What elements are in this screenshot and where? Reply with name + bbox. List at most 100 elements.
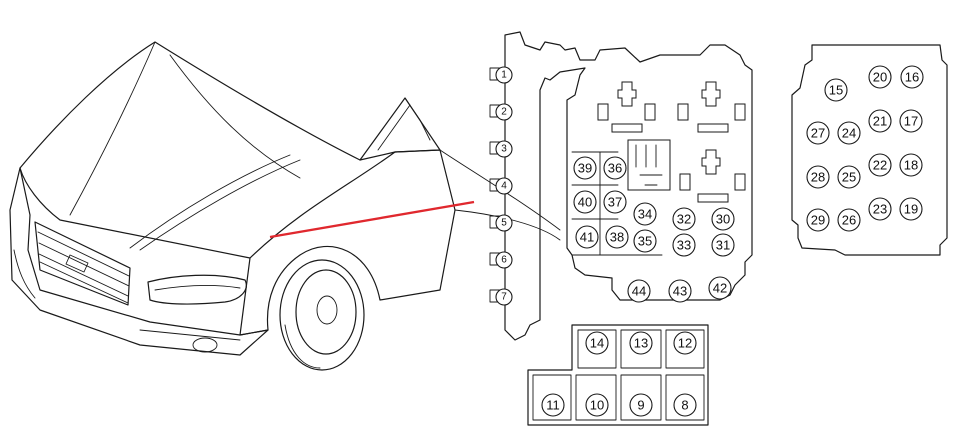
fuse-number: 35 xyxy=(638,234,652,249)
side-connector: 1 xyxy=(495,66,513,84)
side-connector-label: 3 xyxy=(501,144,507,155)
fuse-number: 33 xyxy=(677,238,691,253)
fuse-number: 16 xyxy=(905,70,919,85)
fuse: 39 xyxy=(573,156,597,180)
fuse-number: 27 xyxy=(811,126,825,141)
fuse-number: 44 xyxy=(632,284,646,299)
car-front-bumper xyxy=(9,167,269,356)
car-grille xyxy=(34,221,131,306)
fuse-number: 39 xyxy=(578,161,592,176)
fuse-number: 8 xyxy=(681,398,688,413)
fuse: 27 xyxy=(806,121,830,145)
car-fender xyxy=(239,149,456,336)
fuse-number: 12 xyxy=(678,336,692,351)
fuse: 14 xyxy=(585,331,609,355)
main-box-outline xyxy=(504,31,753,341)
fuse: 19 xyxy=(899,197,923,221)
main-fuse-box: 1 2 3 4 5 6 7 xyxy=(489,31,753,341)
fuse-number: 14 xyxy=(590,336,604,351)
fuse: 35 xyxy=(633,229,657,253)
car-wheel-rim xyxy=(295,269,357,355)
fuse: 23 xyxy=(868,197,892,221)
side-connector: 7 xyxy=(495,288,513,306)
fuse-number: 26 xyxy=(842,213,856,228)
fuse: 10 xyxy=(585,393,609,417)
right-fuse-box: 15 16 17 18 19 20 21 22 23 24 25 26 27 2… xyxy=(791,44,948,256)
relay-slots xyxy=(597,81,746,203)
fuse: 33 xyxy=(672,233,696,257)
fuse: 34 xyxy=(633,202,657,226)
side-connector-label: 2 xyxy=(501,107,507,118)
fuse-number: 20 xyxy=(873,70,887,85)
fuse: 17 xyxy=(899,109,923,133)
fuse: 22 xyxy=(868,153,892,177)
fuse: 36 xyxy=(603,156,627,180)
fuse-number: 34 xyxy=(638,207,652,222)
fuse-number: 21 xyxy=(873,114,887,129)
fuse: 42 xyxy=(708,276,732,300)
side-connector: 4 xyxy=(495,177,513,195)
fuse-number: 10 xyxy=(590,398,604,413)
fuse: 31 xyxy=(711,233,735,257)
fuse: 38 xyxy=(605,225,629,249)
lower-box-outline xyxy=(527,324,709,426)
fuse-number: 41 xyxy=(580,230,594,245)
side-connector: 6 xyxy=(495,251,513,269)
fuse: 26 xyxy=(837,208,861,232)
fuse: 41 xyxy=(575,225,599,249)
side-connector-label: 6 xyxy=(501,255,507,266)
car-front-illustration xyxy=(9,41,561,371)
side-connector-label: 4 xyxy=(501,181,507,192)
fuse: 37 xyxy=(603,190,627,214)
fuse-number: 24 xyxy=(842,126,856,141)
fuse: 18 xyxy=(899,153,923,177)
fuse-number: 11 xyxy=(546,398,560,413)
fuse: 15 xyxy=(824,78,848,102)
fuse: 20 xyxy=(868,65,892,89)
fuse: 8 xyxy=(673,393,697,417)
fuse-number: 38 xyxy=(610,230,624,245)
fuse-number: 23 xyxy=(873,202,887,217)
car-hood xyxy=(19,41,396,259)
pointer-line xyxy=(269,200,475,239)
fuse: 30 xyxy=(711,207,735,231)
fuse: 11 xyxy=(541,393,565,417)
fuse-number: 30 xyxy=(716,212,730,227)
car-wheel-outer xyxy=(279,259,365,371)
side-connector-label: 7 xyxy=(501,292,507,303)
fuse-number: 29 xyxy=(811,213,825,228)
fuse-number: 40 xyxy=(578,195,592,210)
fuse: 24 xyxy=(837,121,861,145)
fuse-number: 9 xyxy=(637,398,644,413)
fuse-number: 18 xyxy=(904,158,918,173)
fuse: 25 xyxy=(837,165,861,189)
fuse: 21 xyxy=(868,109,892,133)
fuse-number: 32 xyxy=(677,212,691,227)
fuse: 29 xyxy=(806,208,830,232)
car-fog-light xyxy=(192,337,218,353)
fuse-number: 28 xyxy=(811,170,825,185)
car-wheel-hub xyxy=(316,295,338,325)
fuse: 28 xyxy=(806,165,830,189)
fuse: 9 xyxy=(629,393,653,417)
car-headlight xyxy=(147,274,247,305)
side-connector: 2 xyxy=(495,103,513,121)
lower-fuse-box: 8 9 10 11 12 13 14 xyxy=(527,324,709,426)
fuse-number: 43 xyxy=(673,284,687,299)
fuse: 44 xyxy=(627,279,651,303)
fuse: 40 xyxy=(573,190,597,214)
side-connector: 5 xyxy=(495,214,513,232)
fuse-number: 37 xyxy=(608,195,622,210)
fuse: 32 xyxy=(672,207,696,231)
fuse-number: 15 xyxy=(829,83,843,98)
fuse-number: 25 xyxy=(842,170,856,185)
fuse-number: 19 xyxy=(904,202,918,217)
fuse: 13 xyxy=(629,331,653,355)
side-connector-label: 5 xyxy=(501,218,507,229)
fuse-number: 31 xyxy=(716,238,730,253)
side-connector: 3 xyxy=(495,140,513,158)
fuse-number: 36 xyxy=(608,161,622,176)
fuse: 16 xyxy=(900,65,924,89)
fuse-number: 22 xyxy=(873,158,887,173)
